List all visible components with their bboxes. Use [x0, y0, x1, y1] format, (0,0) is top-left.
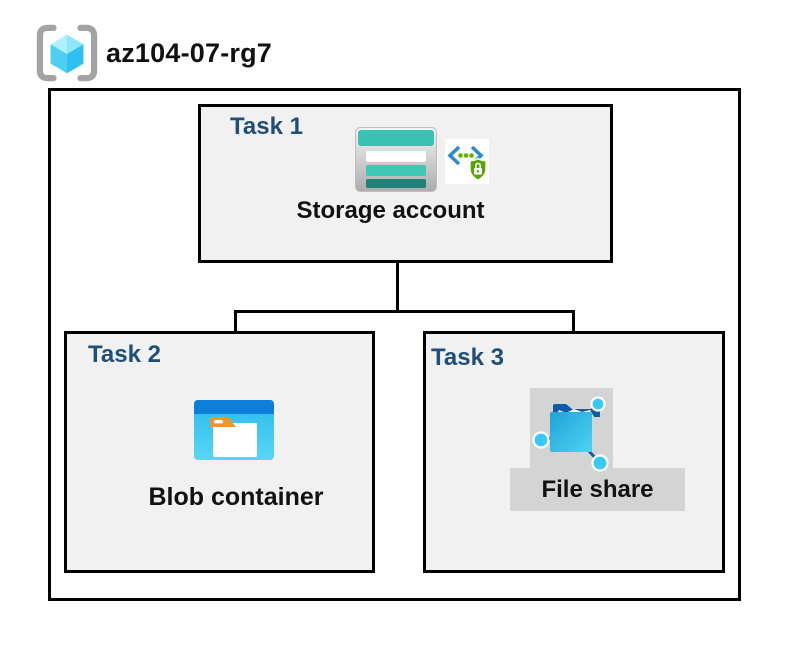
blob-container-icon [194, 400, 274, 460]
secure-access-icon [445, 139, 489, 184]
resource-group-icon [36, 24, 98, 82]
blob-container-label: Blob container [148, 483, 324, 511]
file-share-icon [532, 396, 609, 472]
file-share-label: File share [510, 468, 685, 511]
storage-account-icon [355, 127, 437, 192]
task2-label: Task 2 [88, 341, 161, 368]
connector-horizontal [234, 310, 575, 313]
connector-storage-stem [396, 234, 399, 313]
task1-label: Task 1 [230, 113, 303, 140]
storage-account-label: Storage account [296, 197, 485, 224]
task3-label: Task 3 [431, 344, 504, 371]
resource-group-title: az104-07-rg7 [106, 38, 272, 68]
